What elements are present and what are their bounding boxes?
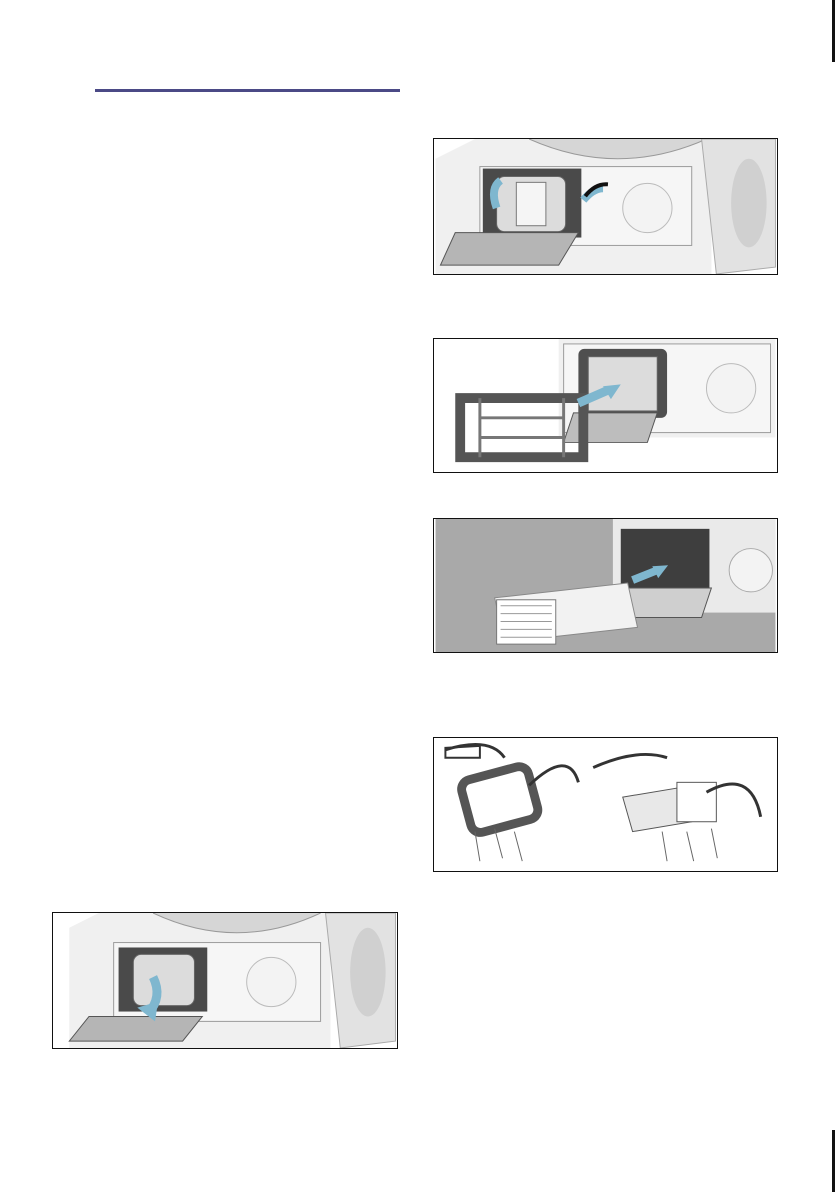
- figure-open-flap: [433, 138, 778, 275]
- open-maintenance-flap-illustration: [434, 139, 777, 274]
- remove-filter-frame-illustration: [434, 339, 777, 472]
- figure-remove-outer-frame: [433, 338, 778, 473]
- page-edge-marker-bottom: [832, 1130, 835, 1192]
- figure-pull-filter: [433, 518, 778, 653]
- figure-close-flap: [52, 912, 398, 1049]
- section-heading-rule: [95, 89, 400, 92]
- rinse-filter-illustration: [434, 738, 777, 871]
- pull-out-filter-illustration: [434, 519, 777, 652]
- page-edge-marker-top: [832, 0, 835, 62]
- close-maintenance-flap-illustration: [53, 913, 397, 1048]
- figure-rinse-filter: [433, 737, 778, 872]
